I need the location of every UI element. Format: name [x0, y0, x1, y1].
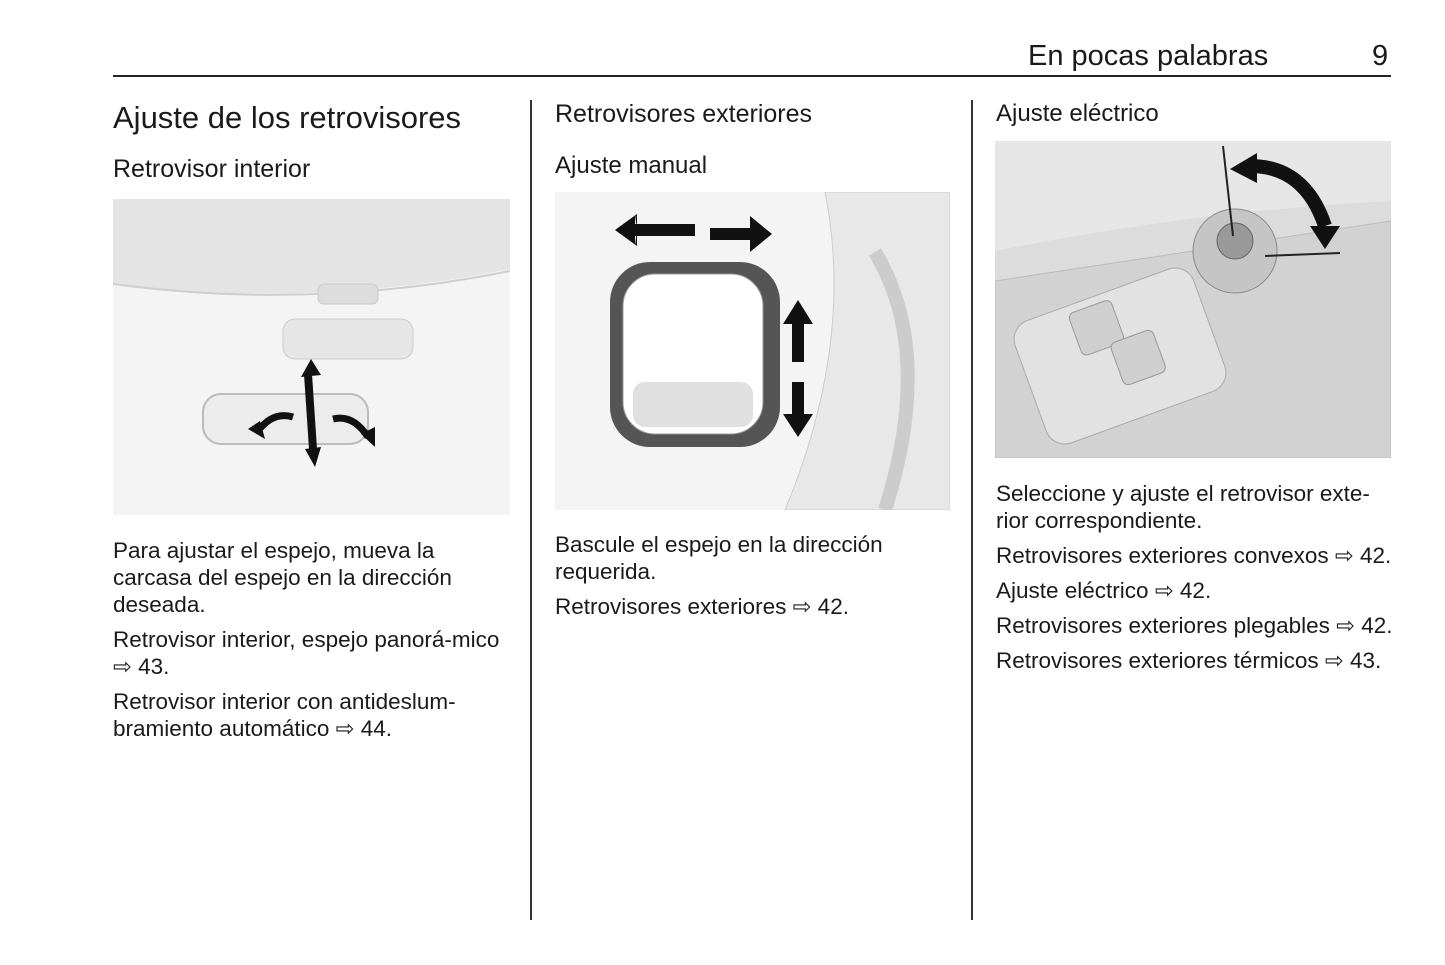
column-divider — [530, 100, 532, 920]
paragraph: Retrovisores exteriores convexos ⇨ 42. — [996, 543, 1392, 568]
subheading: Ajuste manual — [555, 152, 708, 179]
paragraph: Retrovisores exteriores ⇨ 42. — [555, 594, 849, 619]
page-heading: Ajuste de los retrovisores — [113, 100, 462, 135]
paragraph: Bascule el espejo en la dirección requer… — [555, 532, 883, 584]
column-2-text: Bascule el espejo en la dirección requer… — [555, 531, 955, 628]
paragraph: Retrovisores exteriores térmicos ⇨ 43. — [996, 648, 1382, 673]
paragraph: Para ajustar el espejo, mueva la carcasa… — [113, 538, 452, 617]
column-3-text: Seleccione y ajuste el retrovisor exte-r… — [996, 480, 1396, 682]
subheading: Retrovisores exteriores — [555, 100, 813, 128]
section-title: En pocas palabras — [1028, 40, 1269, 72]
paragraph: Retrovisor interior con antideslum-brami… — [113, 689, 456, 741]
column-1-text: Para ajustar el espejo, mueva la carcasa… — [113, 537, 513, 750]
paragraph: Seleccione y ajuste el retrovisor exte-r… — [996, 481, 1370, 533]
subheading: Retrovisor interior — [113, 155, 311, 183]
paragraph: Retrovisores exteriores plegables ⇨ 42. — [996, 613, 1393, 638]
subheading: Ajuste eléctrico — [996, 100, 1159, 127]
column-divider — [971, 100, 973, 920]
header-rule — [113, 75, 1391, 77]
paragraph: Ajuste eléctrico ⇨ 42. — [996, 578, 1212, 603]
paragraph: Retrovisor interior, espejo panorá-mico … — [113, 627, 500, 679]
interior-mirror-illustration — [113, 199, 510, 515]
exterior-mirror-illustration — [555, 192, 950, 510]
page-number: 9 — [1372, 40, 1389, 72]
electric-mirror-control-illustration — [995, 141, 1391, 458]
